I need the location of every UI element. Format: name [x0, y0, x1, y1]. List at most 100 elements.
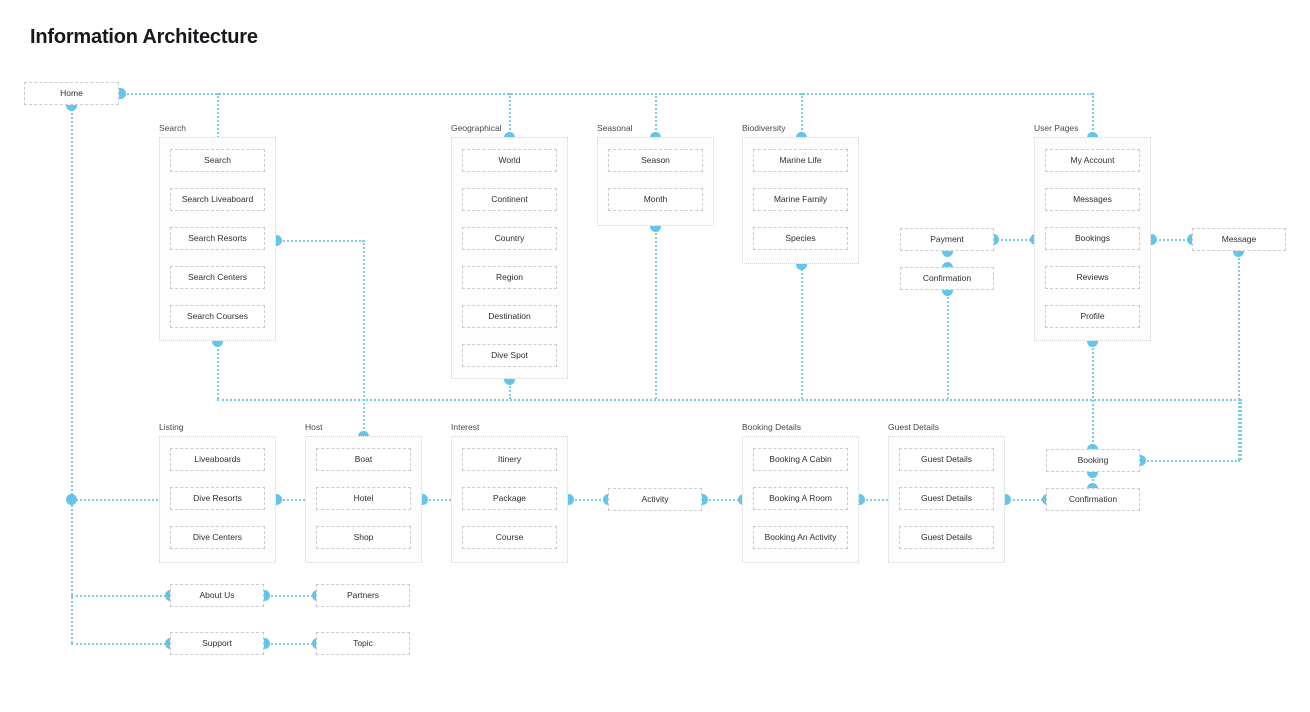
group-geographical: [451, 137, 568, 379]
connector-dot: [1232, 245, 1244, 257]
connector-vertical: [655, 226, 657, 399]
connector-horizontal: [1005, 499, 1047, 501]
group-label-biodiversity: Biodiversity: [742, 123, 786, 133]
node-message[interactable]: Message: [1192, 228, 1286, 251]
group-label-geographical: Geographical: [451, 123, 502, 133]
connector-vertical: [217, 93, 219, 162]
connector-dot: [1134, 454, 1146, 466]
connector-vertical: [1092, 341, 1094, 449]
node-biodiversity-0[interactable]: Marine Life: [753, 149, 848, 172]
node-geographical-0[interactable]: World: [462, 149, 557, 172]
node-booking-details-2[interactable]: Booking An Activity: [753, 526, 848, 549]
node-listing-2[interactable]: Dive Centers: [170, 526, 265, 549]
node-biodiversity-2[interactable]: Species: [753, 227, 848, 250]
connector-dot: [211, 335, 223, 347]
connector-dot: [941, 284, 953, 296]
connector-dot: [416, 493, 428, 505]
node-booking[interactable]: Booking: [1046, 449, 1140, 472]
connector-vertical: [217, 341, 219, 399]
connector-dot: [1145, 233, 1157, 245]
connector-horizontal: [71, 595, 170, 597]
group-label-listing: Listing: [159, 422, 184, 432]
node-search-2[interactable]: Search Resorts: [170, 227, 265, 250]
connector-vertical: [801, 93, 803, 137]
connector-horizontal: [120, 93, 1092, 95]
node-search-4[interactable]: Search Courses: [170, 305, 265, 328]
connector-dot: [503, 373, 515, 385]
connector-horizontal: [993, 239, 1035, 241]
node-user-pages-0[interactable]: My Account: [1045, 149, 1140, 172]
connector-dot: [649, 220, 661, 232]
node-guest-details-2[interactable]: Guest Details: [899, 526, 994, 549]
node-search-0[interactable]: Search: [170, 149, 265, 172]
node-booking-details-0[interactable]: Booking A Cabin: [753, 448, 848, 471]
connector-vertical: [509, 379, 511, 399]
node-booking-details-1[interactable]: Booking A Room: [753, 487, 848, 510]
connector-dot: [114, 87, 126, 99]
connector-dot: [65, 493, 77, 505]
node-geographical-4[interactable]: Destination: [462, 305, 557, 328]
node-partners[interactable]: Partners: [316, 584, 410, 607]
node-search-3[interactable]: Search Centers: [170, 266, 265, 289]
node-biodiversity-1[interactable]: Marine Family: [753, 188, 848, 211]
node-payment[interactable]: Payment: [900, 228, 994, 251]
node-listing-1[interactable]: Dive Resorts: [170, 487, 265, 510]
node-geographical-5[interactable]: Dive Spot: [462, 344, 557, 367]
connector-dot: [270, 234, 282, 246]
node-user-pages-2[interactable]: Bookings: [1045, 227, 1140, 250]
connector-vertical: [947, 290, 949, 399]
node-user-pages-4[interactable]: Profile: [1045, 305, 1140, 328]
connector-vertical: [1092, 472, 1094, 488]
node-interest-2[interactable]: Course: [462, 526, 557, 549]
node-interest-1[interactable]: Package: [462, 487, 557, 510]
node-home[interactable]: Home: [24, 82, 119, 105]
node-interest-0[interactable]: Itinery: [462, 448, 557, 471]
node-listing-0[interactable]: Liveaboards: [170, 448, 265, 471]
connector-horizontal: [264, 643, 317, 645]
connector-vertical: [363, 240, 365, 436]
group-label-interest: Interest: [451, 422, 480, 432]
node-guest-details-1[interactable]: Guest Details: [899, 487, 994, 510]
connector-vertical: [801, 264, 803, 399]
node-confirmation[interactable]: Confirmation: [900, 267, 994, 290]
node-seasonal-1[interactable]: Month: [608, 188, 703, 211]
connector-dot: [941, 245, 953, 257]
node-about-us[interactable]: About Us: [170, 584, 264, 607]
connector-vertical: [655, 93, 657, 137]
connector-dot: [696, 493, 708, 505]
node-support[interactable]: Support: [170, 632, 264, 655]
group-label-guest-details: Guest Details: [888, 422, 940, 432]
node-topic[interactable]: Topic: [316, 632, 410, 655]
connector-dot: [1086, 466, 1098, 478]
connector-dot: [999, 493, 1011, 505]
node-guest-details-0[interactable]: Guest Details: [899, 448, 994, 471]
node-user-pages-3[interactable]: Reviews: [1045, 266, 1140, 289]
node-geographical-1[interactable]: Continent: [462, 188, 557, 211]
node-host-2[interactable]: Shop: [316, 526, 411, 549]
connector-horizontal: [1140, 460, 1240, 462]
connector-horizontal: [217, 399, 1240, 401]
node-activity[interactable]: Activity: [608, 488, 702, 511]
group-label-user-pages: User Pages: [1034, 123, 1079, 133]
connector-dot: [853, 493, 865, 505]
connector-dot: [270, 493, 282, 505]
connector-horizontal: [568, 499, 609, 501]
connector-dot: [258, 589, 270, 601]
connector-vertical: [1092, 93, 1094, 137]
node-host-1[interactable]: Hotel: [316, 487, 411, 510]
page-title: Information Architecture: [30, 26, 258, 48]
node-user-pages-1[interactable]: Messages: [1045, 188, 1140, 211]
connector-vertical: [1240, 399, 1242, 460]
node-geographical-3[interactable]: Region: [462, 266, 557, 289]
node-confirmation2[interactable]: Confirmation: [1046, 488, 1140, 511]
node-seasonal-0[interactable]: Season: [608, 149, 703, 172]
node-geographical-2[interactable]: Country: [462, 227, 557, 250]
connector-dot: [795, 258, 807, 270]
node-host-0[interactable]: Boat: [316, 448, 411, 471]
connector-vertical: [71, 105, 73, 643]
connector-dot: [258, 637, 270, 649]
group-label-search: Search: [159, 123, 186, 133]
group-label-host: Host: [305, 422, 323, 432]
node-search-1[interactable]: Search Liveaboard: [170, 188, 265, 211]
